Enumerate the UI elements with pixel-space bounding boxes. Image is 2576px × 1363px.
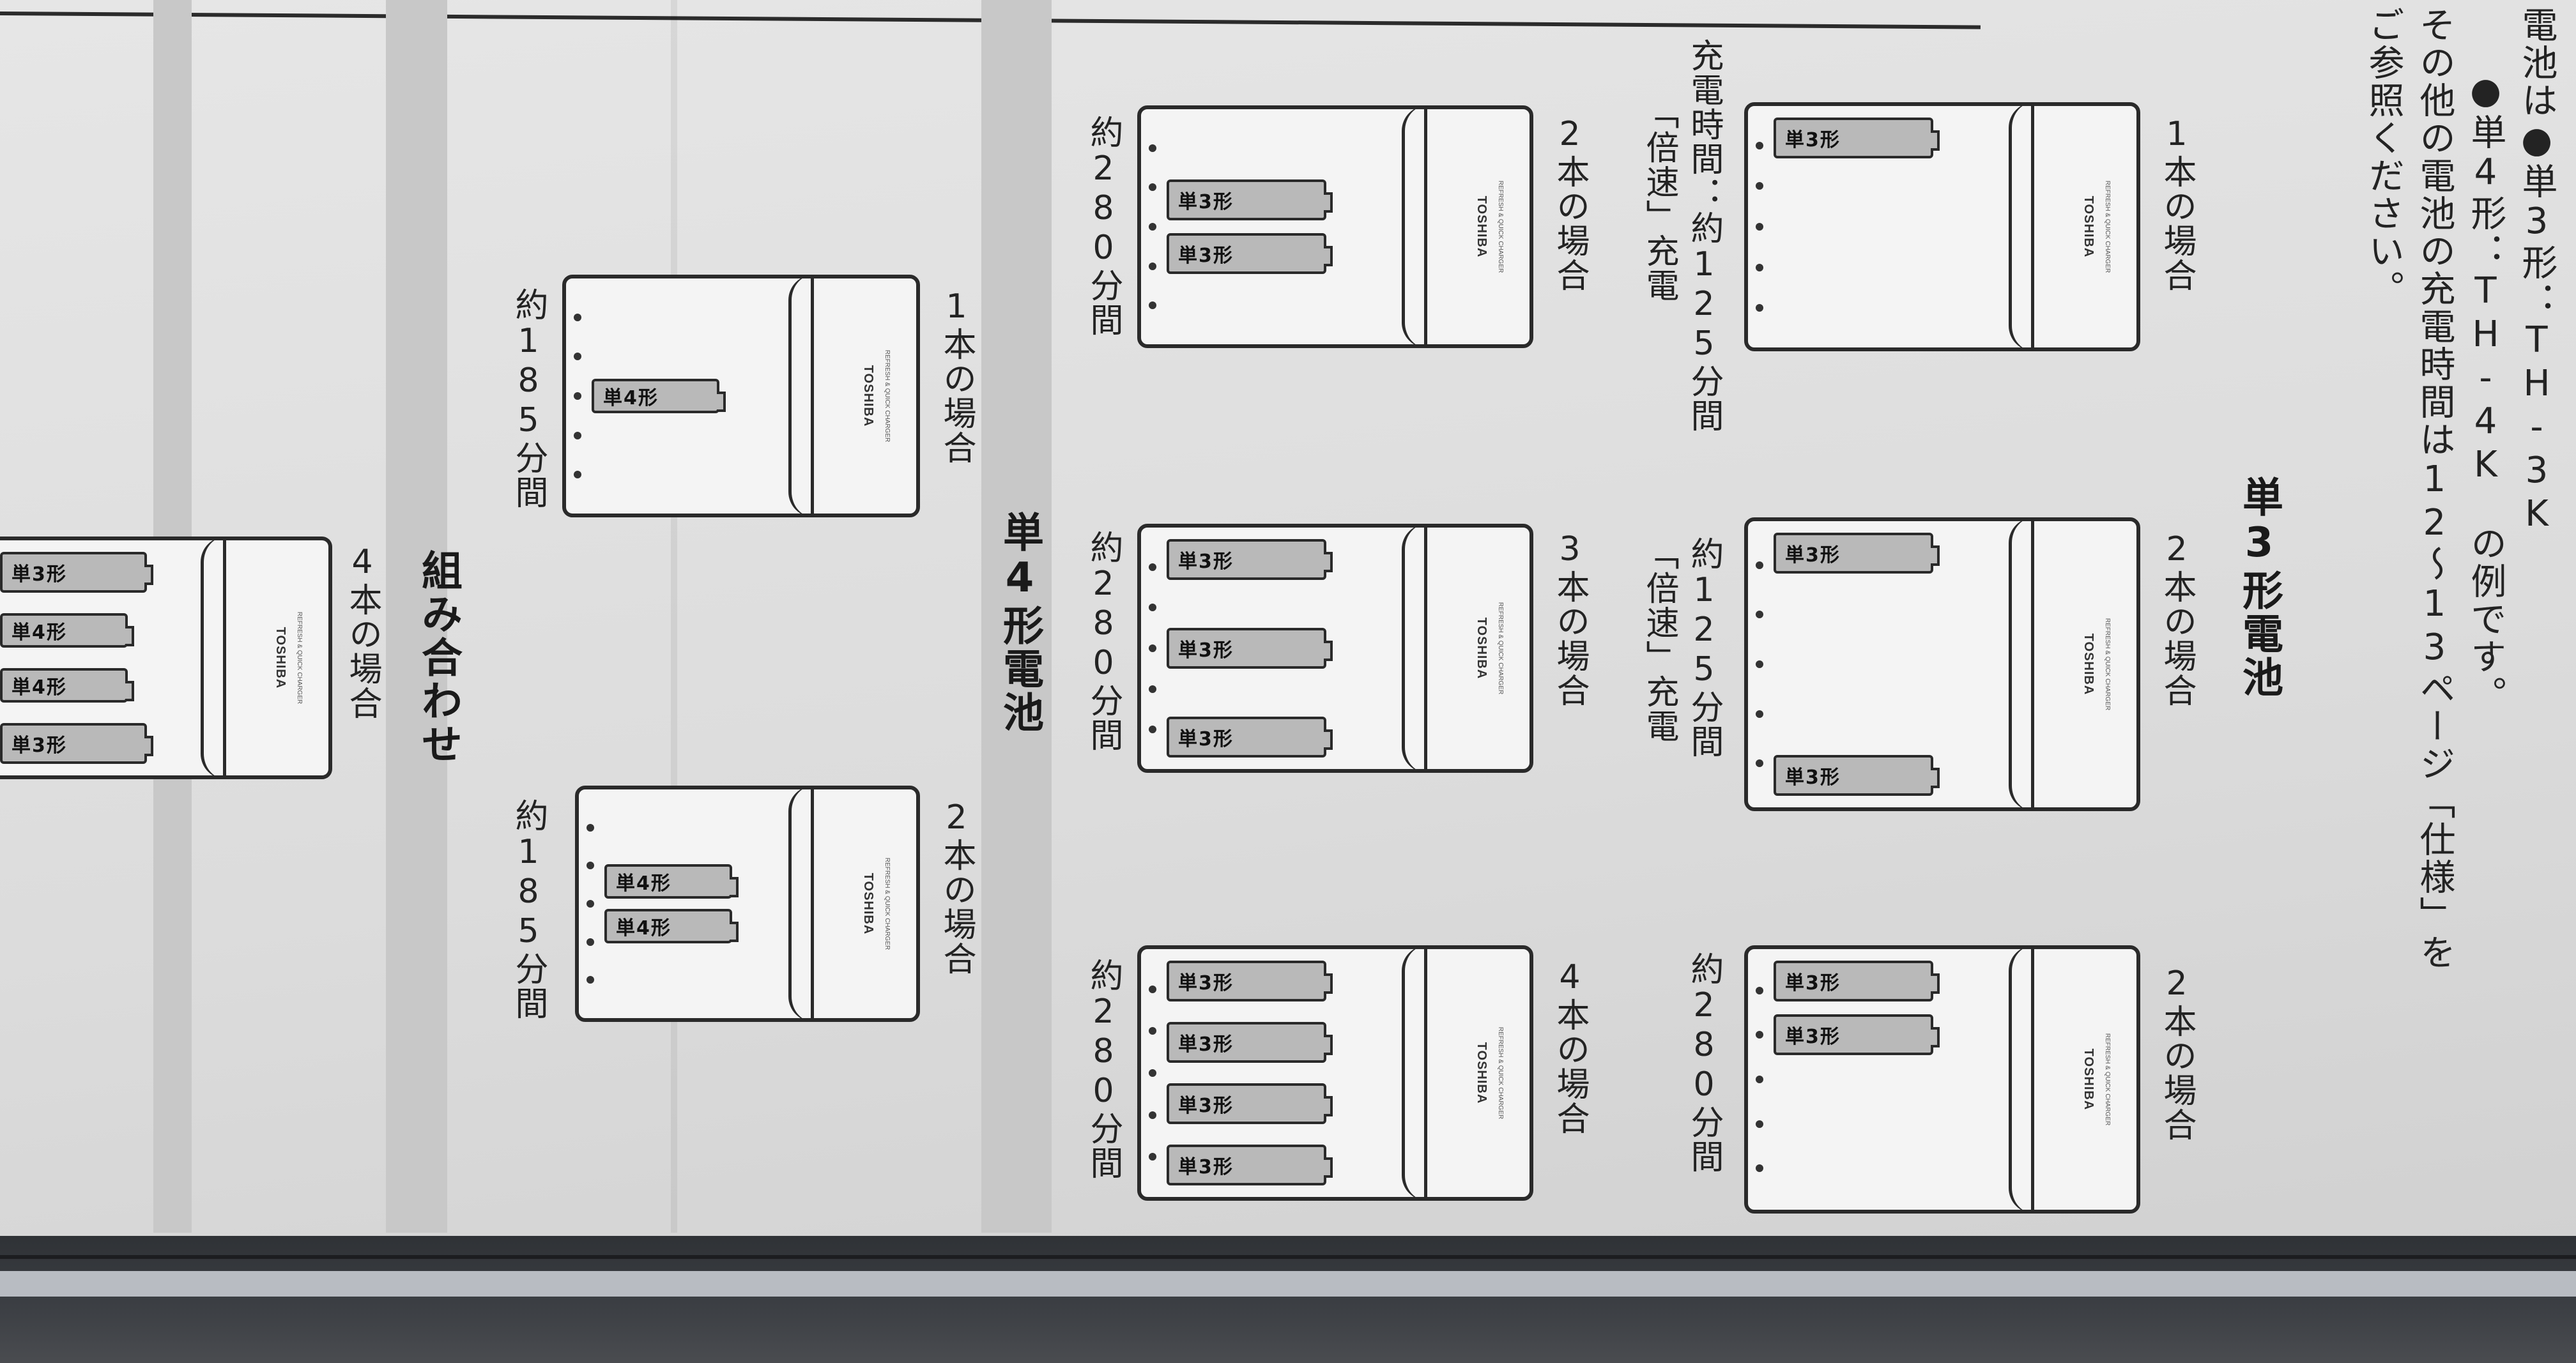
cell-aa: 単3形 bbox=[1167, 1145, 1333, 1185]
aa2a-time-mode: 「倍速」充電 bbox=[1640, 537, 1678, 743]
cell-aa: 単3形 bbox=[1167, 233, 1333, 274]
aa4-time: 約280分間 bbox=[1084, 958, 1123, 1180]
section-title-aa: 単3形電池 bbox=[2235, 476, 2283, 699]
charger-aaa1: TOSHIBA REFRESH & QUICK CHARGER 単4形 bbox=[562, 275, 920, 517]
bottom-edge bbox=[0, 1271, 2576, 1297]
aaa1-label: 1本の場合 bbox=[937, 287, 976, 465]
section-title-mix: 組み合わせ bbox=[415, 549, 462, 766]
aa3-label: 3本の場合 bbox=[1551, 530, 1589, 708]
section-strip-aa bbox=[981, 0, 1052, 1233]
charger-aa2b: TOSHIBA REFRESH & QUICK CHARGER 単3形 単3形 bbox=[1137, 105, 1533, 348]
aa3-time: 約280分間 bbox=[1084, 530, 1123, 752]
aaa2-label: 2本の場合 bbox=[937, 798, 976, 976]
cell-aa: 単3形 bbox=[1774, 961, 1940, 1001]
lid-hinge bbox=[2009, 102, 2034, 351]
cell-aa: 単3形 bbox=[1774, 1014, 1940, 1055]
section-strip-aaa bbox=[386, 0, 447, 1233]
cell-aa: 単3形 bbox=[0, 723, 153, 764]
note-line-3: その他の電池の充電時間は12～13ページ「仕様」を bbox=[2414, 6, 2455, 971]
aa1-time-mode: 「倍速」充電 bbox=[1640, 96, 1678, 303]
cell-aaa: 単4形 bbox=[604, 909, 739, 943]
cell-aaa: 単4形 bbox=[0, 613, 134, 648]
charger-aa4: TOSHIBA REFRESH & QUICK CHARGER 単3形 単3形 … bbox=[1137, 945, 1533, 1201]
aa2a-label: 2本の場合 bbox=[2158, 530, 2196, 708]
cell-aa: 単3形 bbox=[1167, 628, 1333, 669]
note-line-2: ●単4形：TH-4K の例です。 bbox=[2465, 70, 2506, 713]
aa1-label: 1本の場合 bbox=[2158, 115, 2196, 293]
cell-aa: 単3形 bbox=[1167, 1022, 1333, 1063]
charger-aa2a: TOSHIBA REFRESH & QUICK CHARGER 単3形 単3形 bbox=[1744, 517, 2140, 811]
cell-aa: 単3形 bbox=[1167, 717, 1333, 758]
mix4-label: 4本の場合 bbox=[343, 543, 381, 720]
cell-aa: 単3形 bbox=[0, 552, 153, 593]
aa2b-time: 約280分間 bbox=[1084, 115, 1123, 337]
charger-mix4: TOSHIBA REFRESH & QUICK CHARGER 単3形 単4形 … bbox=[0, 537, 332, 779]
aa2a-time: 約125分間 bbox=[1685, 537, 1723, 759]
cell-aaa: 単4形 bbox=[0, 668, 134, 703]
cell-aa: 単3形 bbox=[1167, 179, 1333, 220]
bottom-rule bbox=[0, 1255, 2576, 1259]
aaa2-time: 約185分間 bbox=[509, 798, 548, 1021]
aa2c-label: 2本の場合 bbox=[2158, 964, 2196, 1142]
charger-aa1: TOSHIBA REFRESH & QUICK CHARGER 単3形 bbox=[1744, 102, 2140, 351]
cell-aaa: 単4形 bbox=[592, 379, 726, 413]
aaa1-time: 約185分間 bbox=[509, 287, 548, 510]
note-line-1: 電池は●単3形：TH-3K bbox=[2516, 6, 2557, 537]
fold-line bbox=[671, 0, 677, 1233]
cell-aa: 単3形 bbox=[1774, 533, 1940, 574]
cell-aa: 単3形 bbox=[1167, 1083, 1333, 1124]
cell-aa: 単3形 bbox=[1167, 961, 1333, 1001]
aa2b-label: 2本の場合 bbox=[1551, 115, 1589, 293]
note-line-4: ご参照ください。 bbox=[2363, 6, 2404, 308]
aa1-time: 充電時間：約125分間 bbox=[1685, 38, 1723, 433]
cell-aa: 単3形 bbox=[1167, 539, 1333, 580]
charger-aaa2: TOSHIBA REFRESH & QUICK CHARGER 単4形 単4形 bbox=[575, 786, 920, 1022]
charger-brand: TOSHIBA bbox=[2082, 195, 2096, 258]
section-title-aaa: 単4形電池 bbox=[996, 511, 1043, 735]
charger-aa3: TOSHIBA REFRESH & QUICK CHARGER 単3形 単3形 … bbox=[1137, 524, 1533, 773]
charger-aa2c: TOSHIBA REFRESH & QUICK CHARGER 単3形 単3形 bbox=[1744, 945, 2140, 1214]
cell-aa: 単3形 bbox=[1774, 118, 1940, 158]
cell-aaa: 単4形 bbox=[604, 864, 739, 899]
cell-aa: 単3形 bbox=[1774, 755, 1940, 796]
aa4-label: 4本の場合 bbox=[1551, 958, 1589, 1136]
aa2c-time: 約280分間 bbox=[1685, 952, 1723, 1174]
